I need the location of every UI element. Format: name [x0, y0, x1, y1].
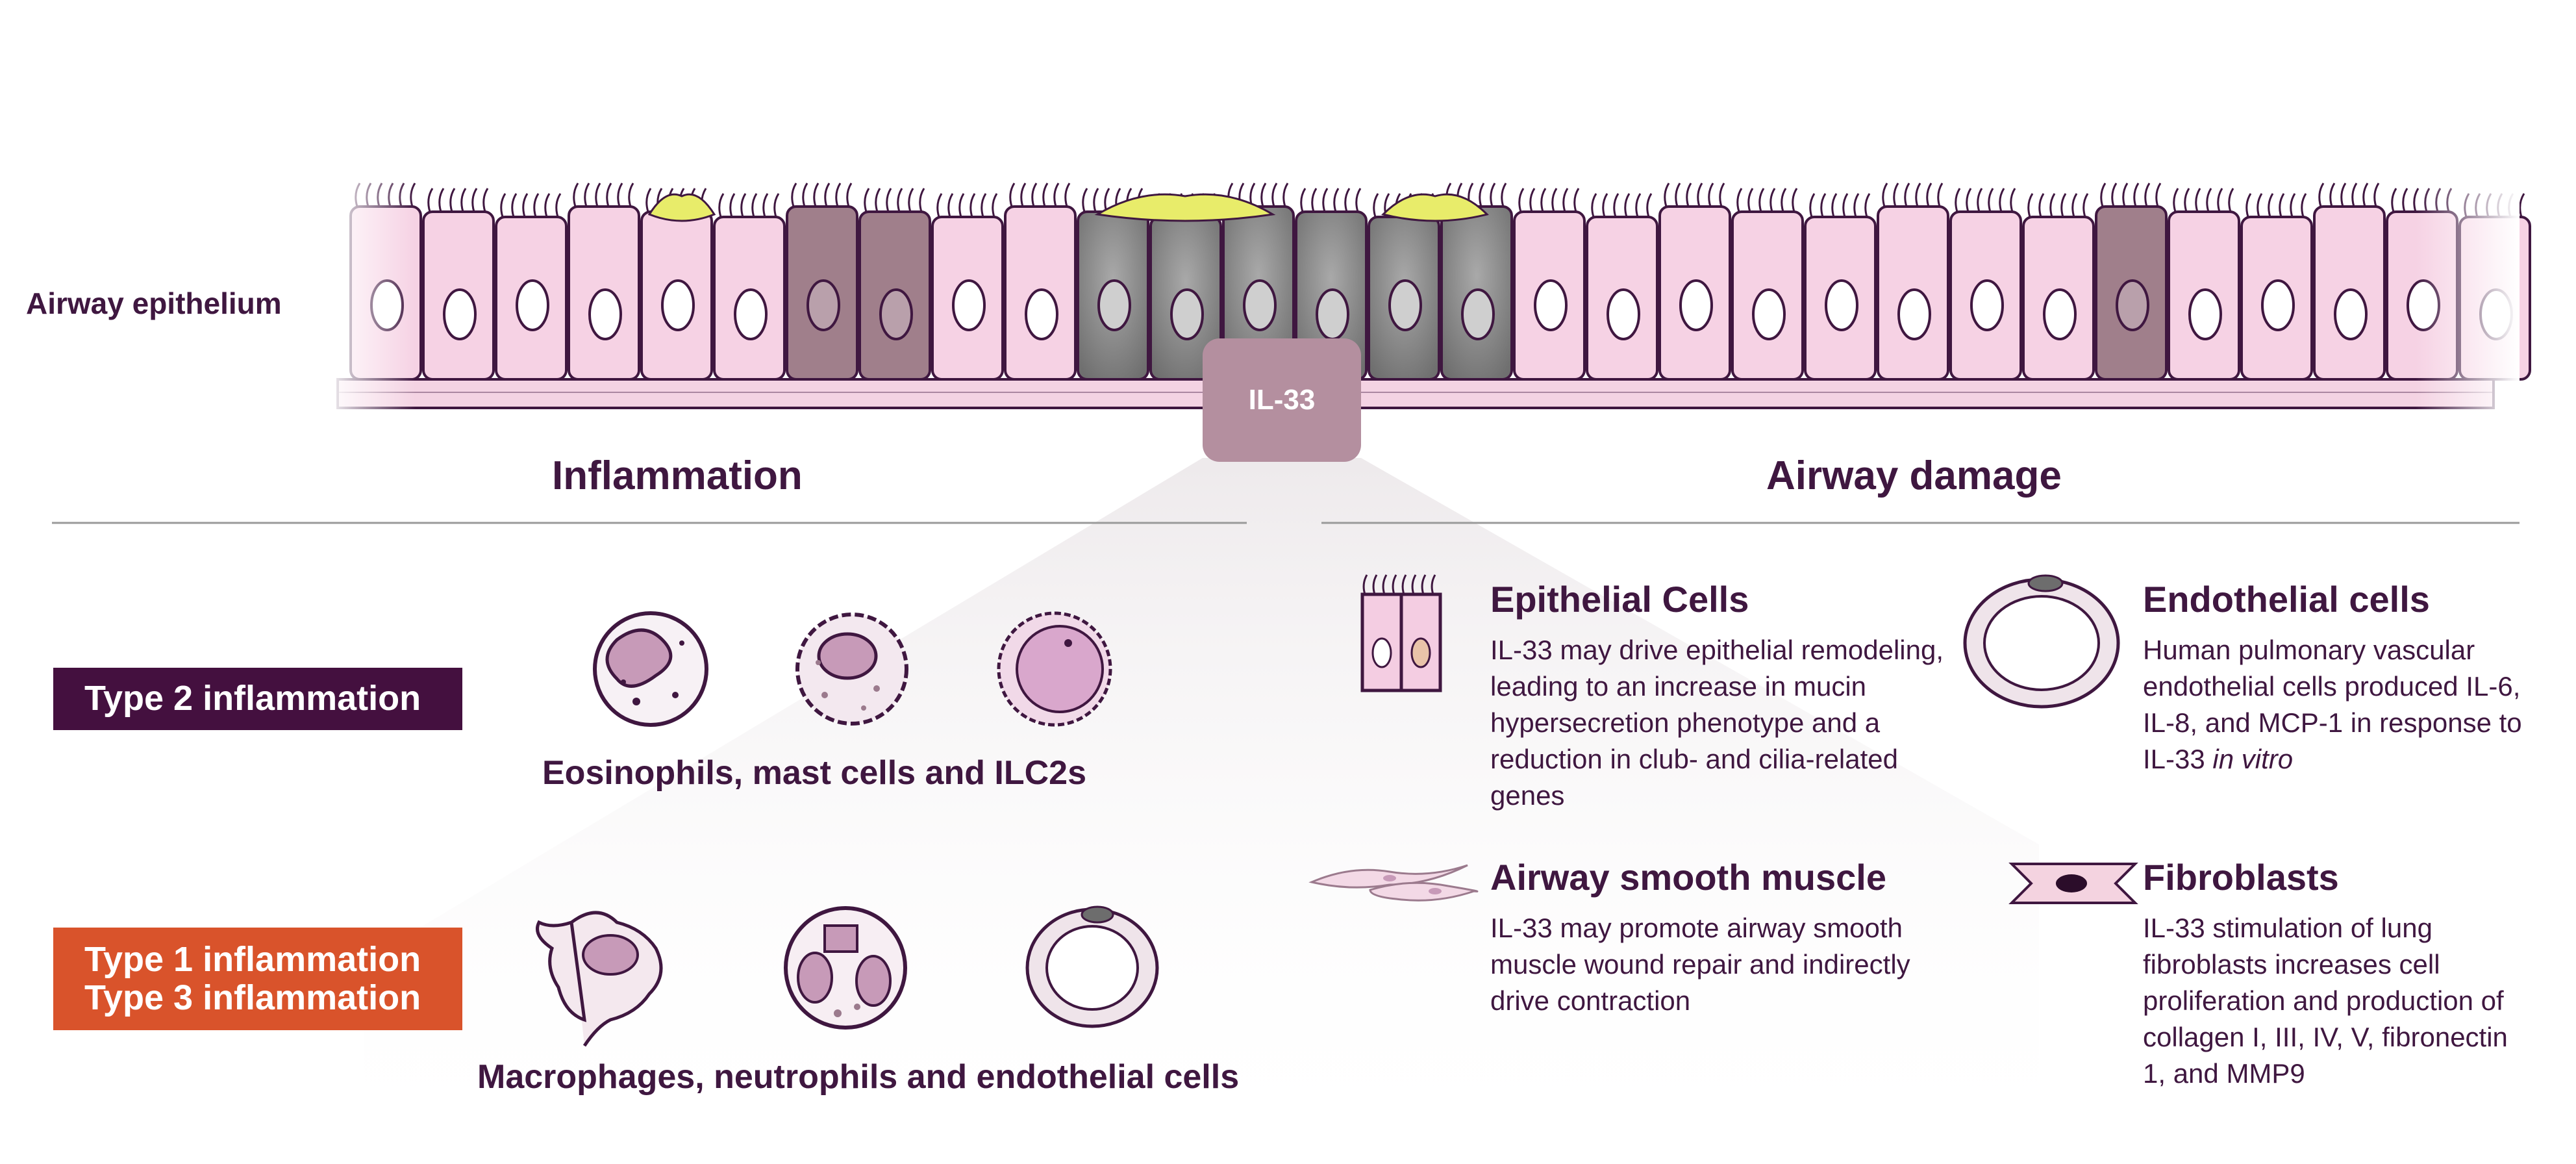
neutrophil-icon	[784, 906, 907, 1030]
mucus-blob	[1094, 193, 1276, 222]
cilia	[2245, 193, 2307, 218]
cilia	[500, 193, 562, 218]
cilia	[1591, 193, 1653, 218]
cell-nucleus	[879, 288, 913, 340]
ilc2-icon	[997, 611, 1112, 727]
cilia	[2100, 183, 2162, 207]
cilia	[1518, 188, 1580, 212]
cilia	[1882, 183, 1944, 207]
cell-nucleus	[2334, 288, 2368, 340]
il33-spotlight	[364, 458, 2039, 1164]
endothelial-body-text: Human pulmonary vascular endothelial cel…	[2143, 635, 2522, 774]
airway-smooth-muscle-icon	[1308, 864, 1479, 902]
cell-nucleus	[1970, 279, 2004, 331]
cell-nucleus	[1243, 279, 1277, 331]
mast-cell-icon	[795, 613, 908, 726]
cilia	[1809, 193, 1871, 218]
cilia	[1300, 188, 1362, 212]
endothelial-cells-icon	[1963, 574, 2120, 709]
cell-nucleus	[1897, 288, 1931, 340]
cell-nucleus	[734, 288, 768, 340]
endothelial-cells-title: Endothelial cells	[2143, 579, 2430, 620]
cell-nucleus	[1461, 288, 1495, 340]
cell-nucleus	[1170, 288, 1204, 340]
fibroblasts-title: Fibroblasts	[2143, 857, 2339, 898]
cilia	[791, 183, 853, 207]
cell-nucleus	[952, 279, 986, 331]
cilia	[1227, 183, 1289, 207]
airway-smooth-muscle-title: Airway smooth muscle	[1490, 857, 1886, 898]
cilia	[2173, 188, 2234, 212]
cilia	[864, 188, 925, 212]
epithelial-cells-card: Epithelial Cells IL-33 may drive epithel…	[1490, 578, 1971, 814]
cell-nucleus	[661, 279, 695, 331]
cell-nucleus	[2261, 279, 2295, 331]
cilia	[427, 188, 489, 212]
cell-nucleus	[1825, 279, 1858, 331]
fibroblasts-body: IL-33 stimulation of lung fibroblasts in…	[2143, 913, 2508, 1089]
cell-nucleus	[1607, 288, 1640, 340]
epithelial-cells-body: IL-33 may drive epithelial remodeling, l…	[1490, 635, 1944, 811]
cilia	[1082, 188, 1144, 212]
cilia	[2318, 183, 2380, 207]
type1-badge-label: Type 1 inflammation	[84, 939, 421, 979]
airway-smooth-muscle-card: Airway smooth muscle IL-33 may promote a…	[1490, 856, 1958, 1019]
cilia	[573, 183, 634, 207]
il33-box: IL-33	[1203, 338, 1361, 462]
cell-nucleus	[588, 288, 622, 340]
cilia	[718, 193, 780, 218]
cilia	[2027, 193, 2089, 218]
cell-nucleus	[1316, 288, 1349, 340]
cilia	[1009, 183, 1071, 207]
cilia	[936, 193, 998, 218]
endothelial-cells-body: Human pulmonary vascular endothelial cel…	[2143, 632, 2532, 778]
cell-nucleus	[516, 279, 549, 331]
mucus-blob	[647, 193, 716, 222]
cilia	[1664, 183, 1725, 207]
endothelial-body-italic: in vitro	[2212, 744, 2294, 774]
cell-nucleus	[1752, 288, 1786, 340]
type2-badge-label: Type 2 inflammation	[84, 679, 421, 718]
airway-epithelium-label: Airway epithelium	[26, 286, 282, 320]
type2-cells-caption: Eosinophils, mast cells and ILC2s	[542, 754, 1087, 792]
airway-smooth-muscle-body: IL-33 may promote airway smooth muscle w…	[1490, 913, 1910, 1016]
cell-nucleus	[2188, 288, 2222, 340]
cilia	[1736, 188, 1798, 212]
epithelial-cells-title: Epithelial Cells	[1490, 579, 1749, 620]
cell-nucleus	[2043, 288, 2077, 340]
type2-badge: Type 2 inflammation	[53, 668, 462, 730]
endothelial-cells-card: Endothelial cells Human pulmonary vascul…	[2143, 578, 2532, 778]
fibroblasts-card: Fibroblasts IL-33 stimulation of lung fi…	[2143, 856, 2532, 1092]
inflammation-heading: Inflammation	[552, 453, 803, 498]
cell-nucleus	[2116, 279, 2149, 331]
airway-damage-heading: Airway damage	[1766, 453, 2062, 498]
cell-nucleus	[1025, 288, 1058, 340]
fibroblasts-icon	[2008, 863, 2138, 904]
endothelial-cell-icon	[1025, 905, 1159, 1028]
eosinophil-icon	[593, 611, 708, 727]
cell-nucleus	[1388, 279, 1422, 331]
cell-nucleus	[1534, 279, 1568, 331]
macrophage-icon	[536, 911, 663, 1047]
airway-epithelium-illustration	[325, 162, 2531, 422]
cell-nucleus	[443, 288, 477, 340]
cilia	[1955, 188, 2016, 212]
type1-type3-badge: Type 1 inflammation Type 3 inflammation	[53, 928, 462, 1030]
cell-nucleus	[1097, 279, 1131, 331]
epithelial-cells-icon	[1360, 574, 1442, 692]
cell-nucleus	[807, 279, 840, 331]
mucus-blob	[1381, 193, 1489, 222]
cell-nucleus	[1679, 279, 1713, 331]
type3-badge-label: Type 3 inflammation	[84, 978, 421, 1017]
type13-cells-caption: Macrophages, neutrophils and endothelial…	[477, 1058, 1240, 1096]
